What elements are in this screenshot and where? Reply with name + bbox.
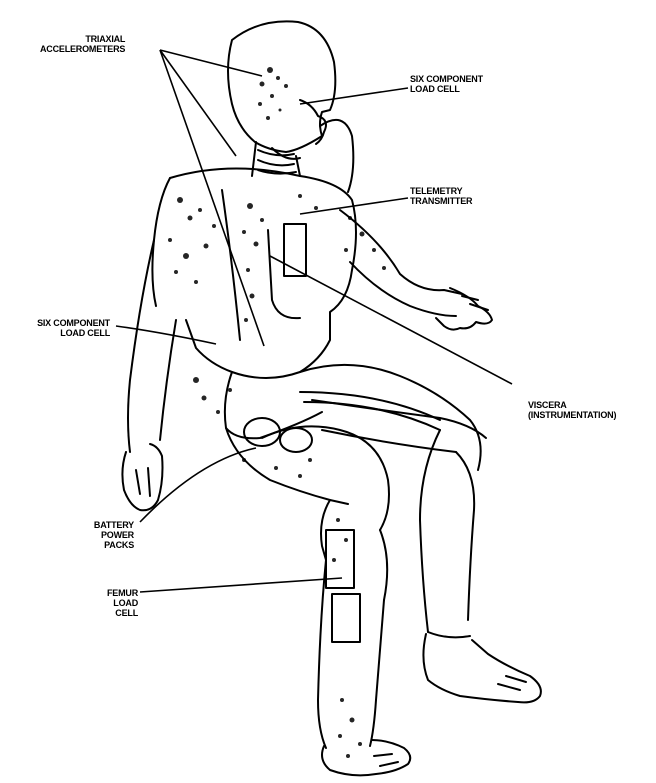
label-six-component-load-cell-neck: SIX COMPONENT LOAD CELL [410,74,483,94]
label-battery-power-packs: BATTERY POWER PACKS [62,520,134,550]
head [228,21,335,159]
far-leg [312,400,541,702]
near-leg [226,426,410,775]
label-femur-load-cell: FEMUR LOAD CELL [80,588,138,618]
label-telemetry-transmitter: TELEMETRY TRANSMITTER [410,186,472,206]
far-arm [340,210,492,330]
pelvis [225,372,322,438]
label-triaxial-accelerometers: TRIAXIAL ACCELEROMETERS [40,34,125,54]
near-arm [122,240,176,510]
label-viscera-instrumentation: VISCERA (INSTRUMENTATION) [528,400,616,420]
label-six-component-load-cell-lumbar: SIX COMPONENT LOAD CELL [6,318,110,338]
